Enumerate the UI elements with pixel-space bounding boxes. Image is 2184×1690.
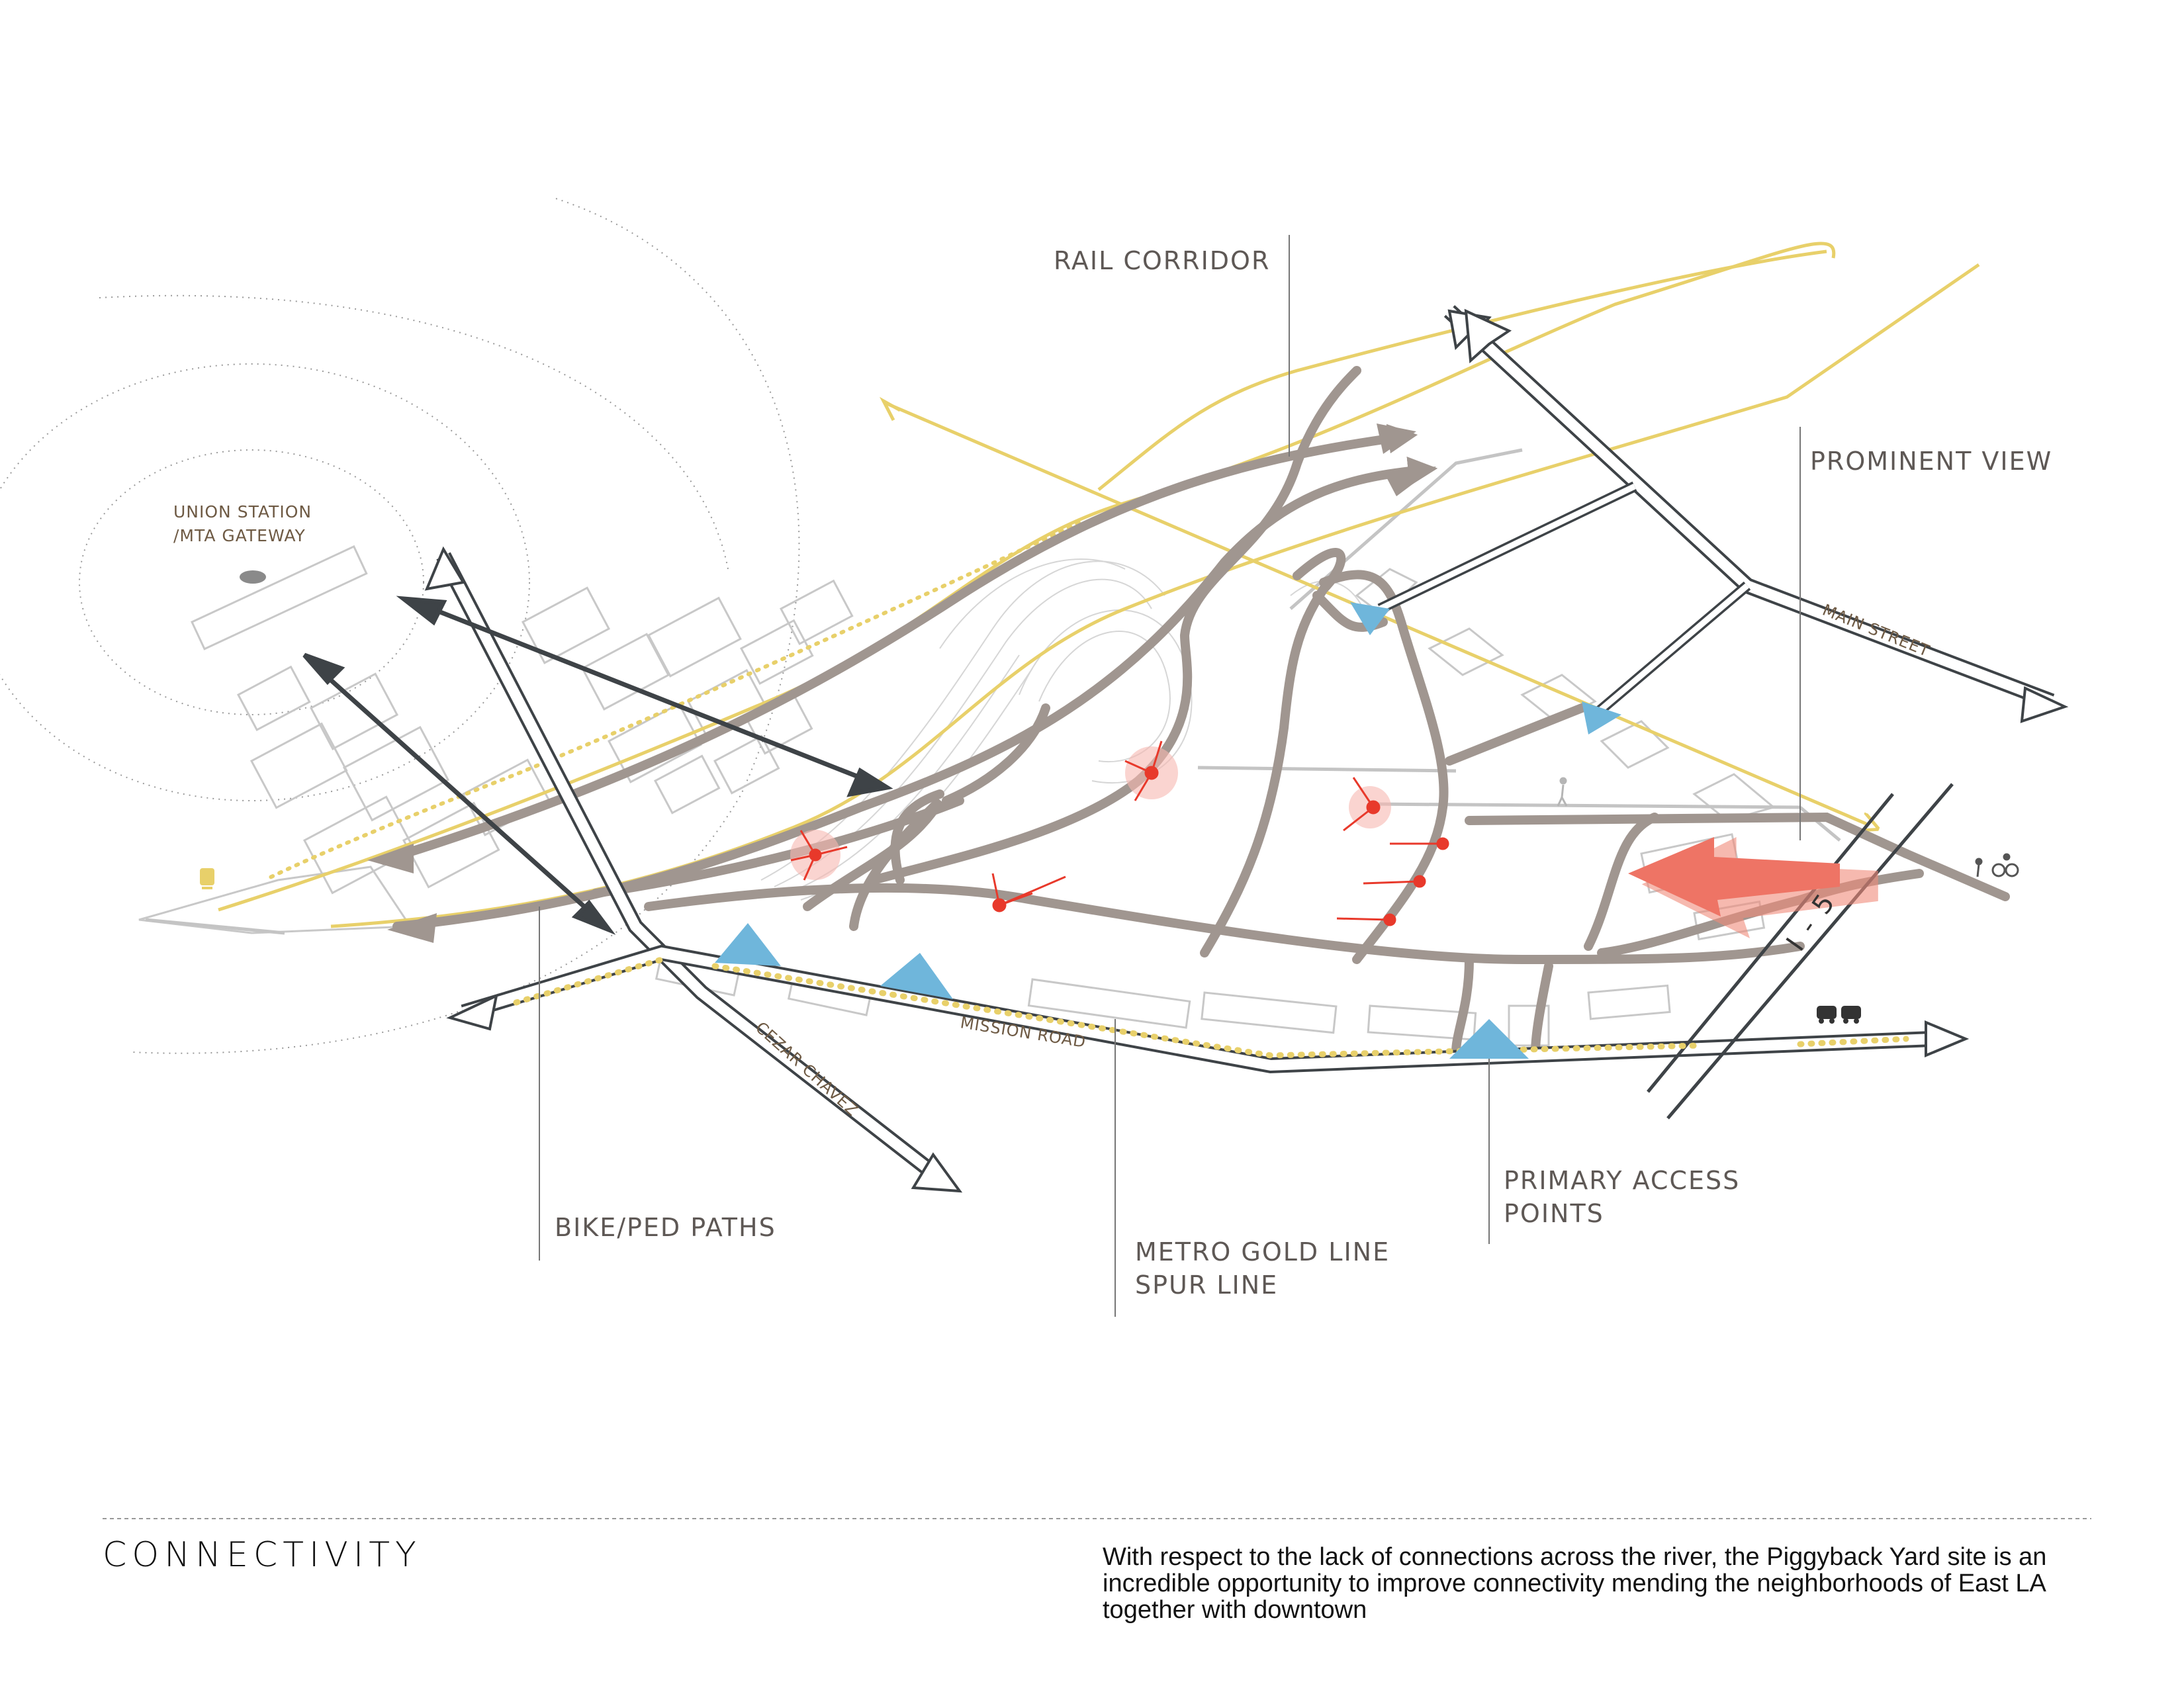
page-title: CONNECTIVITY: [103, 1535, 422, 1575]
points-label: POINTS: [1504, 1199, 1604, 1228]
context-blocks: [138, 545, 1776, 1047]
union-station-label: UNION STATION: [173, 502, 312, 521]
access-triangle: [715, 923, 781, 966]
bike-lane-dots: [513, 956, 1909, 1059]
pedestrian-icon: [1557, 777, 1568, 807]
prominent-view-label: PROMINENT VIEW: [1810, 447, 2052, 476]
access-triangle: [1449, 1019, 1529, 1059]
gray-path-arrowheads: [367, 423, 1436, 943]
metro-spur-line: [263, 521, 1081, 882]
train-icon: [200, 868, 214, 889]
prominent-view-start-arrow: [879, 396, 901, 422]
metro-gold-line-label: METRO GOLD LINE: [1135, 1237, 1390, 1267]
rail-corridor-label: RAIL CORRIDOR: [1054, 246, 1270, 275]
context-circles: [0, 198, 800, 1054]
prominent-view-arrow: [1628, 837, 1878, 938]
view-points: [790, 740, 1449, 926]
mta-gateway-label: /MTA GATEWAY: [173, 526, 306, 545]
access-triangle: [880, 953, 953, 999]
car-icon: [1817, 1006, 1861, 1024]
bike-ped-label: BIKE/PED PATHS: [555, 1213, 776, 1242]
callout-leaders: [539, 235, 1801, 1317]
access-triangle: [1582, 701, 1621, 734]
cyclist-icon: [1975, 853, 2019, 877]
road-arrowheads: [424, 308, 2069, 1193]
union-station-marker: [240, 570, 266, 584]
description-text: With respect to the lack of connections …: [1103, 1543, 2047, 1624]
primary-access-label: PRIMARY ACCESS: [1504, 1166, 1740, 1195]
primary-access-points: [715, 602, 1621, 1059]
spur-line-label: SPUR LINE: [1135, 1270, 1278, 1300]
cezar-chavez-label: CEZAR CHAVEZ: [752, 1018, 862, 1120]
bike-ped-paths: [379, 366, 2010, 1057]
connection-arrows: [302, 596, 893, 935]
access-triangle: [1350, 602, 1390, 635]
topography: [760, 558, 1364, 901]
main-street-label: MAIN STREET: [1820, 601, 1933, 661]
